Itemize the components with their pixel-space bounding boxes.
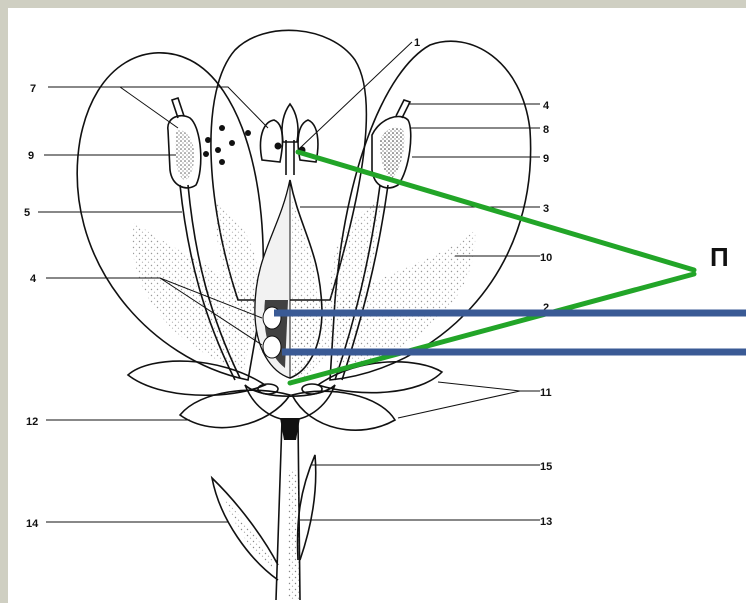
label-11: 11 — [540, 387, 552, 399]
pollen-grain — [215, 147, 221, 153]
pollen-grain — [219, 125, 225, 131]
label-1: 1 — [414, 37, 420, 49]
anther-left-pollen — [175, 130, 194, 180]
pollen-grain — [245, 130, 251, 136]
label-4-right: 4 — [543, 100, 550, 112]
leaf-right — [298, 455, 316, 560]
label-9-left: 9 — [28, 150, 34, 162]
pollen-grain — [219, 159, 225, 165]
anther-right-tip — [396, 100, 410, 118]
diagram-frame: 1 7 4 8 9 9 5 3 10 4 2 11 12 15 14 13 П — [8, 8, 746, 603]
nectary-left — [258, 384, 278, 394]
leaf-left-stipple — [225, 500, 272, 570]
nectary-right — [302, 384, 322, 394]
label-7: 7 — [30, 83, 36, 95]
pollen-on-stigma — [275, 143, 282, 150]
label-10: 10 — [540, 252, 552, 264]
pollen-grain — [203, 151, 209, 157]
flower-diagram: 1 7 4 8 9 9 5 3 10 4 2 11 12 15 14 13 П — [8, 8, 746, 603]
lower-petal-right — [292, 391, 395, 430]
label-13: 13 — [540, 516, 552, 528]
ovule-2 — [263, 336, 281, 358]
stem-top-shadow — [280, 418, 300, 440]
anther-center-left — [261, 120, 283, 162]
label-9-right: 9 — [543, 153, 549, 165]
label-14: 14 — [26, 518, 39, 530]
label-12: 12 — [26, 416, 38, 428]
anther-right-pollen — [380, 127, 404, 178]
label-8: 8 — [543, 124, 549, 136]
pollen-grain — [205, 137, 211, 143]
style — [286, 140, 294, 175]
label-15: 15 — [540, 461, 552, 473]
label-3: 3 — [543, 203, 549, 215]
label-4-left: 4 — [30, 273, 37, 285]
stigma — [282, 104, 298, 142]
callout-letter: П — [710, 242, 729, 272]
label-5: 5 — [24, 207, 30, 219]
pollen-grain — [229, 140, 235, 146]
